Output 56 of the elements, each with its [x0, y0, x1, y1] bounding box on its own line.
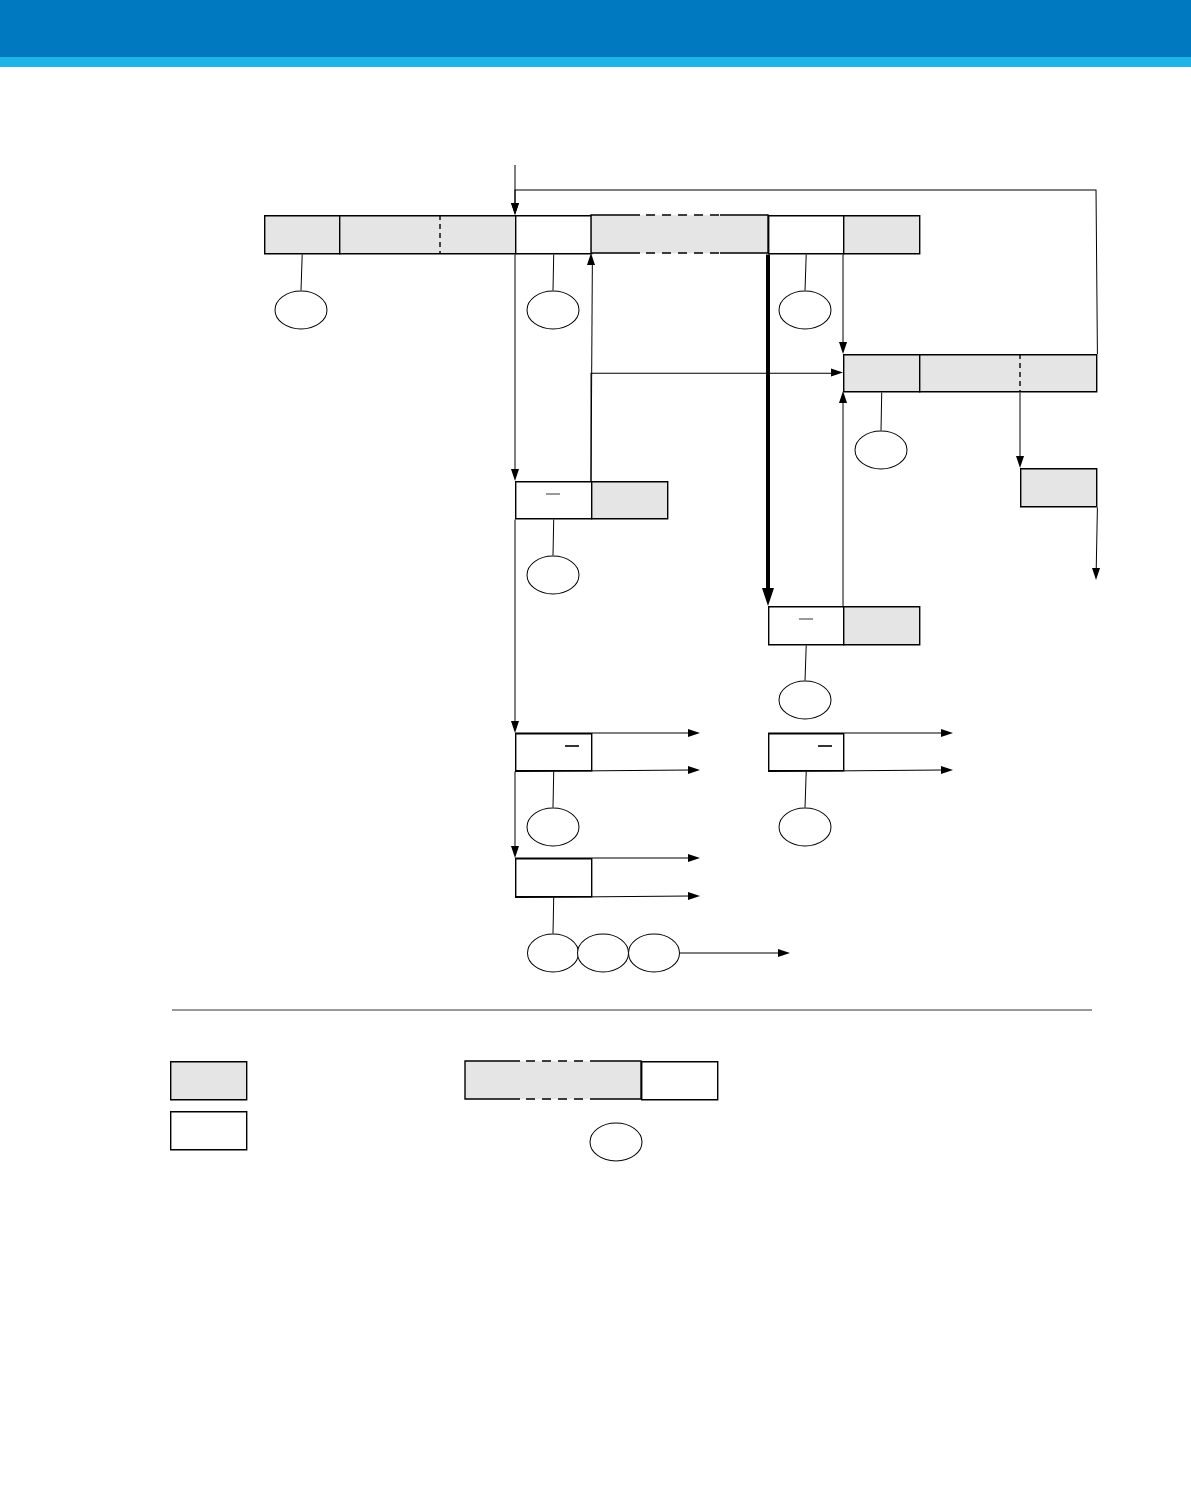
register-box [590, 214, 769, 254]
bit-circle [274, 290, 328, 330]
leader-line [804, 644, 807, 681]
arrow [514, 766, 700, 774]
arrow [839, 391, 847, 607]
register-box [843, 606, 921, 646]
register-box [843, 354, 921, 393]
bit-circle [778, 807, 832, 847]
arrow [511, 253, 519, 481]
arrow [1092, 506, 1100, 580]
arrow [514, 854, 700, 862]
arrow [762, 254, 774, 606]
leader-line [552, 253, 555, 291]
register-box [515, 215, 593, 255]
leader-line [552, 518, 555, 556]
arrow [767, 729, 953, 737]
register-box [591, 481, 669, 520]
arrow [590, 368, 843, 482]
arrow [514, 729, 700, 737]
leader-line [880, 391, 883, 431]
bit-circle [778, 290, 832, 330]
leader-line [300, 253, 303, 291]
bit-circle [526, 807, 580, 847]
arrow [511, 189, 1098, 355]
arrow [1016, 391, 1024, 468]
bit-circle [577, 933, 629, 973]
bit-circle [778, 680, 832, 720]
register-box [1020, 468, 1098, 508]
bit-circle [854, 430, 908, 470]
register-box [515, 733, 593, 772]
bit-circle [526, 555, 580, 595]
bit-circle [526, 290, 580, 330]
arrow [679, 949, 790, 957]
bit-circle [527, 933, 579, 973]
register-box [170, 1061, 248, 1101]
bit-circle [589, 1122, 643, 1162]
register-box [768, 606, 845, 646]
register-box [170, 1111, 248, 1151]
leader-line [804, 770, 807, 808]
register-box [768, 215, 845, 255]
register-box [843, 215, 921, 255]
register-box [641, 1061, 719, 1101]
arrow [514, 892, 700, 900]
leader-line [552, 896, 555, 934]
arrow [767, 766, 953, 774]
arrow [839, 253, 847, 354]
register-box [515, 481, 593, 520]
register-box [464, 1060, 642, 1100]
leader-line [552, 770, 555, 808]
register-box [264, 215, 341, 255]
register-box [515, 858, 593, 898]
arrow [511, 770, 519, 858]
arrow [511, 518, 519, 733]
register-box [768, 733, 845, 772]
leader-line [804, 253, 807, 291]
bit-circle [628, 933, 680, 973]
